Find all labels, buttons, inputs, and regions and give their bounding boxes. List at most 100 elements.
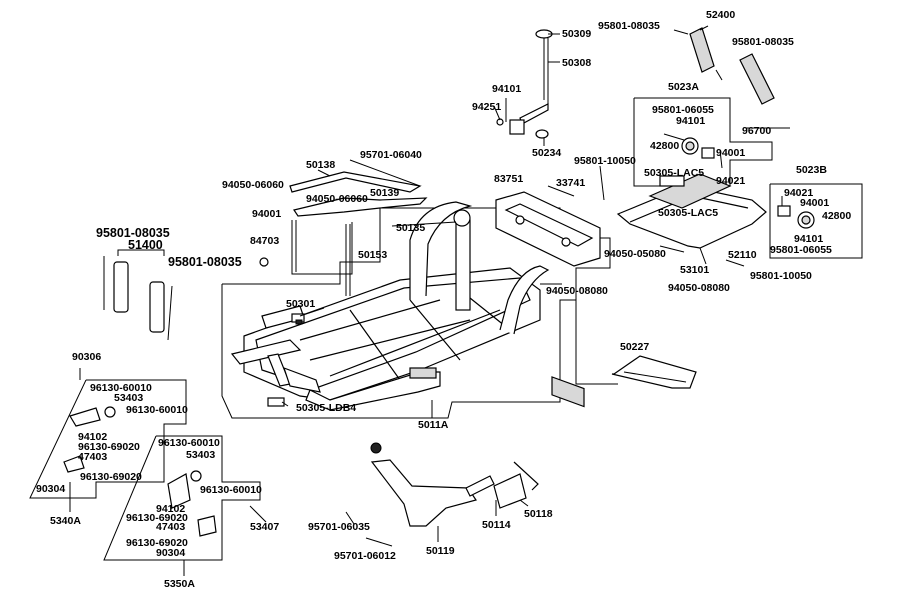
label-96700: 96700 (742, 125, 771, 137)
label-96130-69020: 96130-69020 (126, 537, 188, 549)
label-50301: 50301 (286, 298, 315, 310)
label-94001: 94001 (800, 197, 829, 209)
plate-50227 (611, 355, 697, 389)
label-95801-08035: 95801-08035 (96, 226, 170, 240)
label-95801-10050: 95801-10050 (750, 270, 812, 282)
label-96130-60010: 96130-60010 (200, 484, 262, 496)
group-5350A-outline (103, 435, 261, 561)
label-96130-60010: 96130-60010 (158, 437, 220, 449)
label-94102: 94102 (78, 431, 107, 443)
label-47403: 47403 (156, 521, 185, 533)
label-50308: 50308 (562, 57, 591, 69)
group-5023B-outline (769, 183, 863, 259)
label-94021: 94021 (716, 175, 745, 187)
label-42800: 42800 (650, 140, 679, 152)
bracket-50138 (289, 171, 422, 193)
knuckle-5350A (167, 470, 217, 537)
label-94050-06060: 94050-06060 (306, 193, 368, 205)
label-33741: 33741 (556, 177, 585, 189)
label-95801-08035: 95801-08035 (598, 20, 660, 32)
front-linkage (230, 305, 321, 407)
label-94101: 94101 (492, 83, 521, 95)
label-94101: 94101 (676, 115, 705, 127)
leader-50227 (575, 300, 618, 385)
label-51400: 51400 (128, 238, 163, 252)
label-53407: 53407 (250, 521, 279, 533)
label-94001: 94001 (716, 147, 745, 159)
label-94021: 94021 (784, 187, 813, 199)
bushing-5023B (777, 196, 815, 229)
label-95801-06055: 95801-06055 (652, 104, 714, 116)
grommet-84703 (259, 257, 269, 267)
label-96130-69020: 96130-69020 (126, 512, 188, 524)
knuckle-5340A (63, 406, 116, 473)
label-50139: 50139 (370, 187, 399, 199)
label-90304: 90304 (156, 547, 185, 559)
label-90306: 90306 (72, 351, 101, 363)
label-52110: 52110 (728, 249, 757, 261)
main-frame-5011A (243, 201, 550, 411)
label-50118: 50118 (524, 508, 553, 520)
label-95801-08035: 95801-08035 (168, 255, 242, 269)
group-5340A-outline (29, 379, 187, 499)
label-50305-lac5: 50305-LAC5 (644, 167, 704, 179)
label-96130-60010: 96130-60010 (90, 382, 152, 394)
rear-bumper-83751 (495, 191, 601, 408)
label-96130-69020: 96130-69020 (80, 471, 142, 483)
label-5350A: 5350A (164, 578, 195, 590)
label-53101: 53101 (680, 264, 709, 276)
label-94251: 94251 (472, 101, 501, 113)
label-94001: 94001 (252, 208, 281, 220)
seat-frame-50305-lac5 (616, 173, 767, 265)
label-50305-ldb4: 50305-LDB4 (296, 402, 356, 414)
label-50305-lac5: 50305-LAC5 (658, 207, 718, 219)
label-96130-69020: 96130-69020 (78, 441, 140, 453)
label-94050-05080: 94050-05080 (604, 248, 666, 260)
label-5340A: 5340A (50, 515, 81, 527)
label-95701-06040: 95701-06040 (360, 149, 422, 161)
label-94050-06060: 94050-06060 (222, 179, 284, 191)
label-95801-06055: 95801-06055 (770, 244, 832, 256)
label-94050-08080: 94050-08080 (546, 285, 608, 297)
label-94050-08080: 94050-08080 (668, 282, 730, 294)
label-95701-06012: 95701-06012 (334, 550, 396, 562)
bushing-5023A (663, 133, 723, 169)
bracket-50153 (291, 222, 353, 275)
label-96130-60010: 96130-60010 (126, 404, 188, 416)
label-95801-10050: 95801-10050 (574, 155, 636, 167)
label-95801-08035: 95801-08035 (732, 36, 794, 48)
part-labels: 50309 50308 94101 94251 50234 95801-0803… (36, 9, 851, 590)
label-50135: 50135 (396, 222, 425, 234)
label-50227: 50227 (620, 341, 649, 353)
label-5023A: 5023A (668, 81, 699, 93)
label-50114: 50114 (482, 519, 511, 531)
bracket-50139 (293, 197, 428, 217)
bolt-53407 (249, 505, 267, 523)
label-47403: 47403 (78, 451, 107, 463)
bar-50114 (465, 461, 539, 509)
label-94102: 94102 (156, 503, 185, 515)
label-50119: 50119 (426, 545, 455, 557)
label-90304: 90304 (36, 483, 65, 495)
label-84703: 84703 (250, 235, 279, 247)
label-53403: 53403 (114, 392, 143, 404)
springs-52400 (673, 27, 775, 105)
bracket-50119 (345, 442, 477, 547)
label-52400: 52400 (706, 9, 735, 21)
bracket-51400 (117, 249, 165, 256)
label-83751: 83751 (494, 173, 523, 185)
label-50234: 50234 (532, 147, 561, 159)
label-50309: 50309 (562, 28, 591, 40)
label-5023B: 5023B (796, 164, 827, 176)
label-95701-06035: 95701-06035 (308, 521, 370, 533)
label-50138: 50138 (306, 159, 335, 171)
label-42800: 42800 (822, 210, 851, 222)
label-53403: 53403 (186, 449, 215, 461)
label-50153: 50153 (358, 249, 387, 261)
label-94101: 94101 (794, 233, 823, 245)
label-5011A: 5011A (418, 419, 449, 431)
leader-lines (69, 25, 790, 576)
frame-group-outline (221, 207, 611, 419)
